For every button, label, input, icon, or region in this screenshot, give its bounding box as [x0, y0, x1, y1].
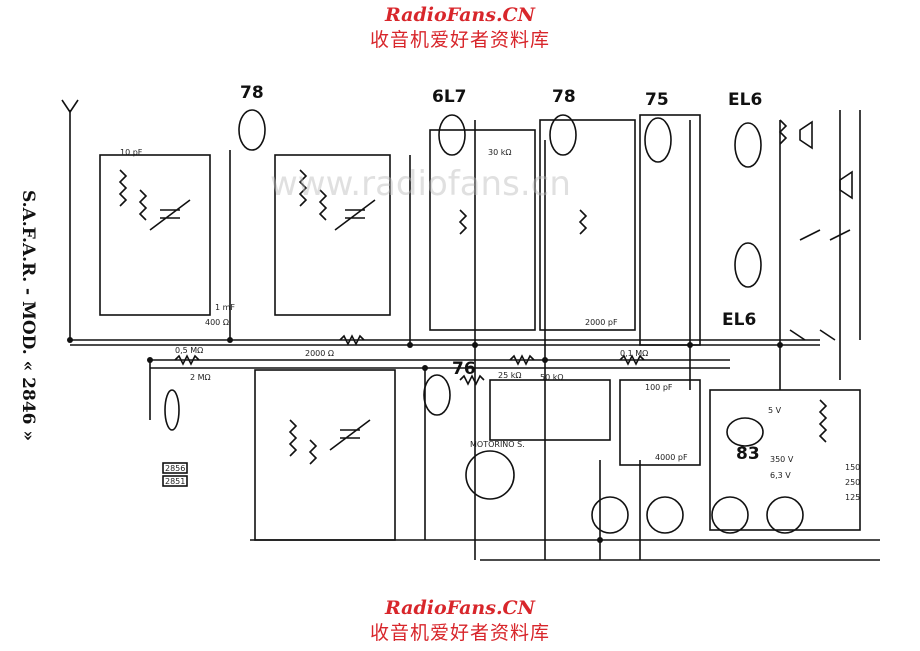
tube-label: 83 — [736, 444, 760, 464]
tube-label: EL6 — [722, 310, 756, 330]
component-label: 400 Ω — [205, 318, 229, 327]
component-label: 1 mF — [215, 303, 235, 312]
component-label: 2 MΩ — [190, 373, 211, 382]
tube-label: 6L7 — [432, 87, 467, 107]
code-box-label: 2851 — [165, 477, 185, 486]
site-brand-top[interactable]: RadioFans.CN — [384, 4, 536, 26]
component-label: 50 kΩ — [540, 373, 563, 382]
tube-label: EL6 — [728, 90, 762, 110]
tube-label: 76 — [452, 359, 476, 379]
site-subtitle-top: 收音机爱好者资料库 — [369, 29, 550, 51]
tube-label: 78 — [240, 83, 264, 103]
site-subtitle-bottom: 收音机爱好者资料库 — [369, 622, 550, 644]
component-label: 350 V — [770, 455, 794, 464]
component-label: 25 kΩ — [498, 371, 521, 380]
component-label: 6,3 V — [770, 471, 791, 480]
component-label: 100 pF — [645, 383, 673, 392]
component-label: 10 pF — [120, 148, 143, 157]
component-label: 30 kΩ — [488, 148, 511, 157]
site-brand-bottom[interactable]: RadioFans.CN — [384, 597, 536, 619]
component-label: 5 V — [768, 406, 782, 415]
circuit-schematic: www.radiofans.cn 78 6L7 78 75 EL6 EL6 76… — [61, 83, 880, 561]
component-label: 125 — [845, 493, 860, 502]
component-label: 2000 Ω — [305, 349, 334, 358]
motor-label: MOTORINO S. — [470, 440, 525, 449]
component-label: 0,1 MΩ — [620, 349, 648, 358]
tube-label: 75 — [645, 90, 669, 110]
code-box-label: 2856 — [165, 464, 185, 473]
tube-label: 78 — [552, 87, 576, 107]
component-label: 4000 pF — [655, 453, 688, 462]
component-label: 2000 pF — [585, 318, 618, 327]
component-label: 250 — [845, 478, 860, 487]
component-label: 150 — [845, 463, 860, 472]
component-label: 0,5 MΩ — [175, 346, 203, 355]
watermark: www.radiofans.cn — [270, 164, 571, 204]
